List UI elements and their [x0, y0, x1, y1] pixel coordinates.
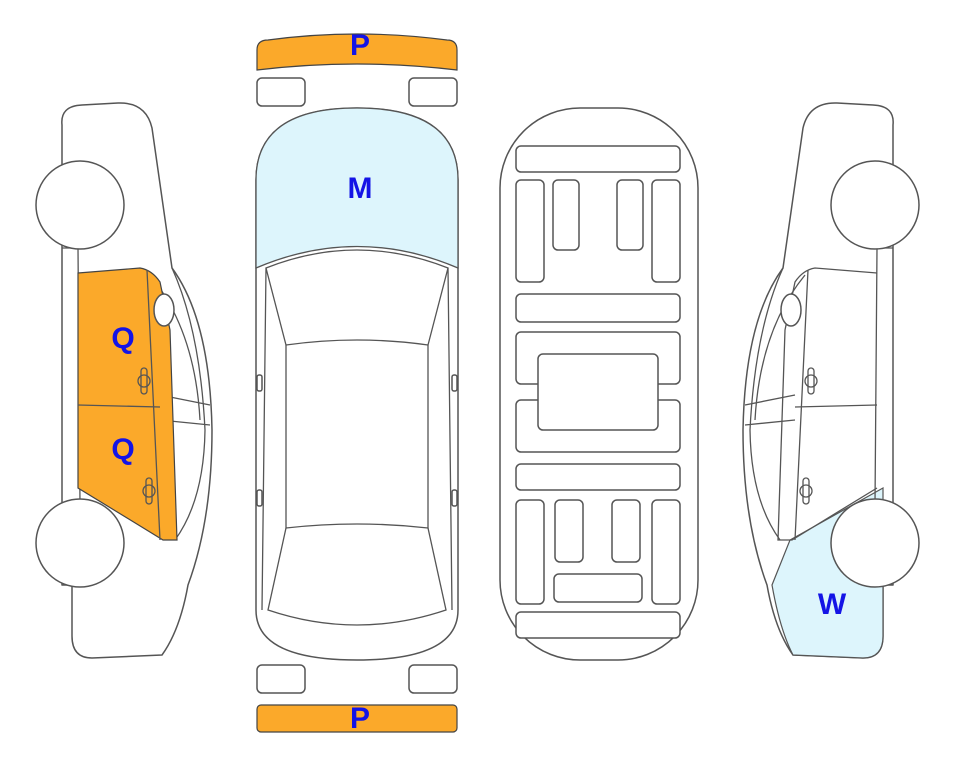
left-rear-wheel [35, 498, 125, 588]
underside-panel [616, 179, 644, 251]
left-doors-damage [77, 267, 178, 541]
left-door-handle [142, 477, 156, 505]
underside-panel [515, 179, 545, 283]
underside-panel [553, 573, 643, 603]
left-door-split [77, 269, 161, 541]
underside-panel [515, 463, 681, 491]
underside-panel [515, 611, 681, 639]
left-rear-door-label: Q [111, 433, 134, 466]
right-doors [777, 267, 878, 541]
right-rear-wheel [830, 498, 920, 588]
hood-damage [255, 107, 459, 269]
hood-label: M [348, 172, 373, 205]
rear-bumper-damage [256, 704, 458, 733]
rear-window [267, 527, 447, 626]
underside-panel [515, 145, 681, 173]
underside-panel [651, 499, 681, 605]
right-side-view: W [742, 102, 920, 659]
handle-left [256, 489, 263, 507]
handle-right [451, 489, 458, 507]
left-front-door-label: Q [111, 322, 134, 355]
front-bumper-label: P [350, 29, 370, 62]
front-bumper-damage [256, 33, 458, 71]
left-front-wheel [35, 160, 125, 250]
left-mirror [153, 293, 175, 327]
left-side-view: Q Q [35, 102, 213, 659]
headlight-left [256, 77, 306, 107]
underside-panel [515, 293, 681, 323]
underside-panel [651, 179, 681, 283]
right-rear-fender-label: W [818, 588, 847, 621]
left-door-handle [137, 367, 151, 395]
top-view: P M P [255, 29, 459, 735]
right-mirror [780, 293, 802, 327]
right-door-handle [799, 477, 813, 505]
side-lines [261, 267, 453, 611]
rear-bumper-label: P [350, 702, 370, 735]
mirror-left [256, 374, 263, 392]
taillight-left [256, 664, 306, 694]
mirror-right [451, 374, 458, 392]
right-door-handle [804, 367, 818, 395]
headlight-right [408, 77, 458, 107]
underside-panel [611, 499, 641, 563]
underside-view [499, 107, 699, 661]
underside-panel [554, 499, 584, 563]
underside-panel [552, 179, 580, 251]
right-front-wheel [830, 160, 920, 250]
roof [285, 345, 429, 529]
underside-center-panel [537, 353, 659, 431]
underside-panel [515, 499, 545, 605]
right-window-line [744, 267, 806, 541]
left-window-line [149, 267, 211, 541]
taillight-right [408, 664, 458, 694]
